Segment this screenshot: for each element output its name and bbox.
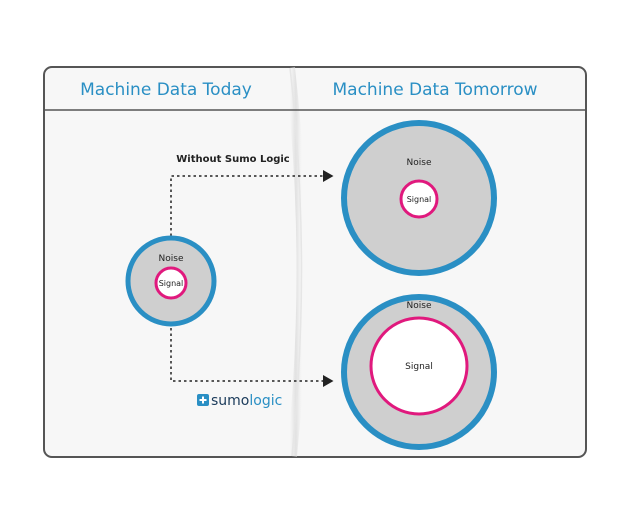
circle-tomorrow-without: Noise Signal <box>341 120 497 276</box>
logo-sumo: sumo <box>211 393 249 409</box>
signal-label: Signal <box>407 195 432 204</box>
sumologic-logo: sumologic <box>197 393 282 409</box>
arrow-without-sumo <box>170 170 334 236</box>
noise-label: Noise <box>407 158 432 168</box>
noise-label: Noise <box>407 301 432 311</box>
frame <box>43 66 587 458</box>
title-tomorrow: Machine Data Tomorrow <box>332 80 537 100</box>
signal-label: Signal <box>405 362 433 372</box>
noise-label: Noise <box>159 254 184 264</box>
arrow-label: Without Sumo Logic <box>176 154 290 165</box>
svg-text:sumologic: sumologic <box>211 393 282 409</box>
title-today: Machine Data Today <box>80 80 252 100</box>
circle-tomorrow-with: Noise Signal <box>341 294 497 450</box>
logo-logic: logic <box>249 393 282 409</box>
signal-label: Signal <box>159 279 184 288</box>
circle-today: Noise Signal <box>125 235 217 327</box>
arrow-with-sumo <box>170 328 334 387</box>
